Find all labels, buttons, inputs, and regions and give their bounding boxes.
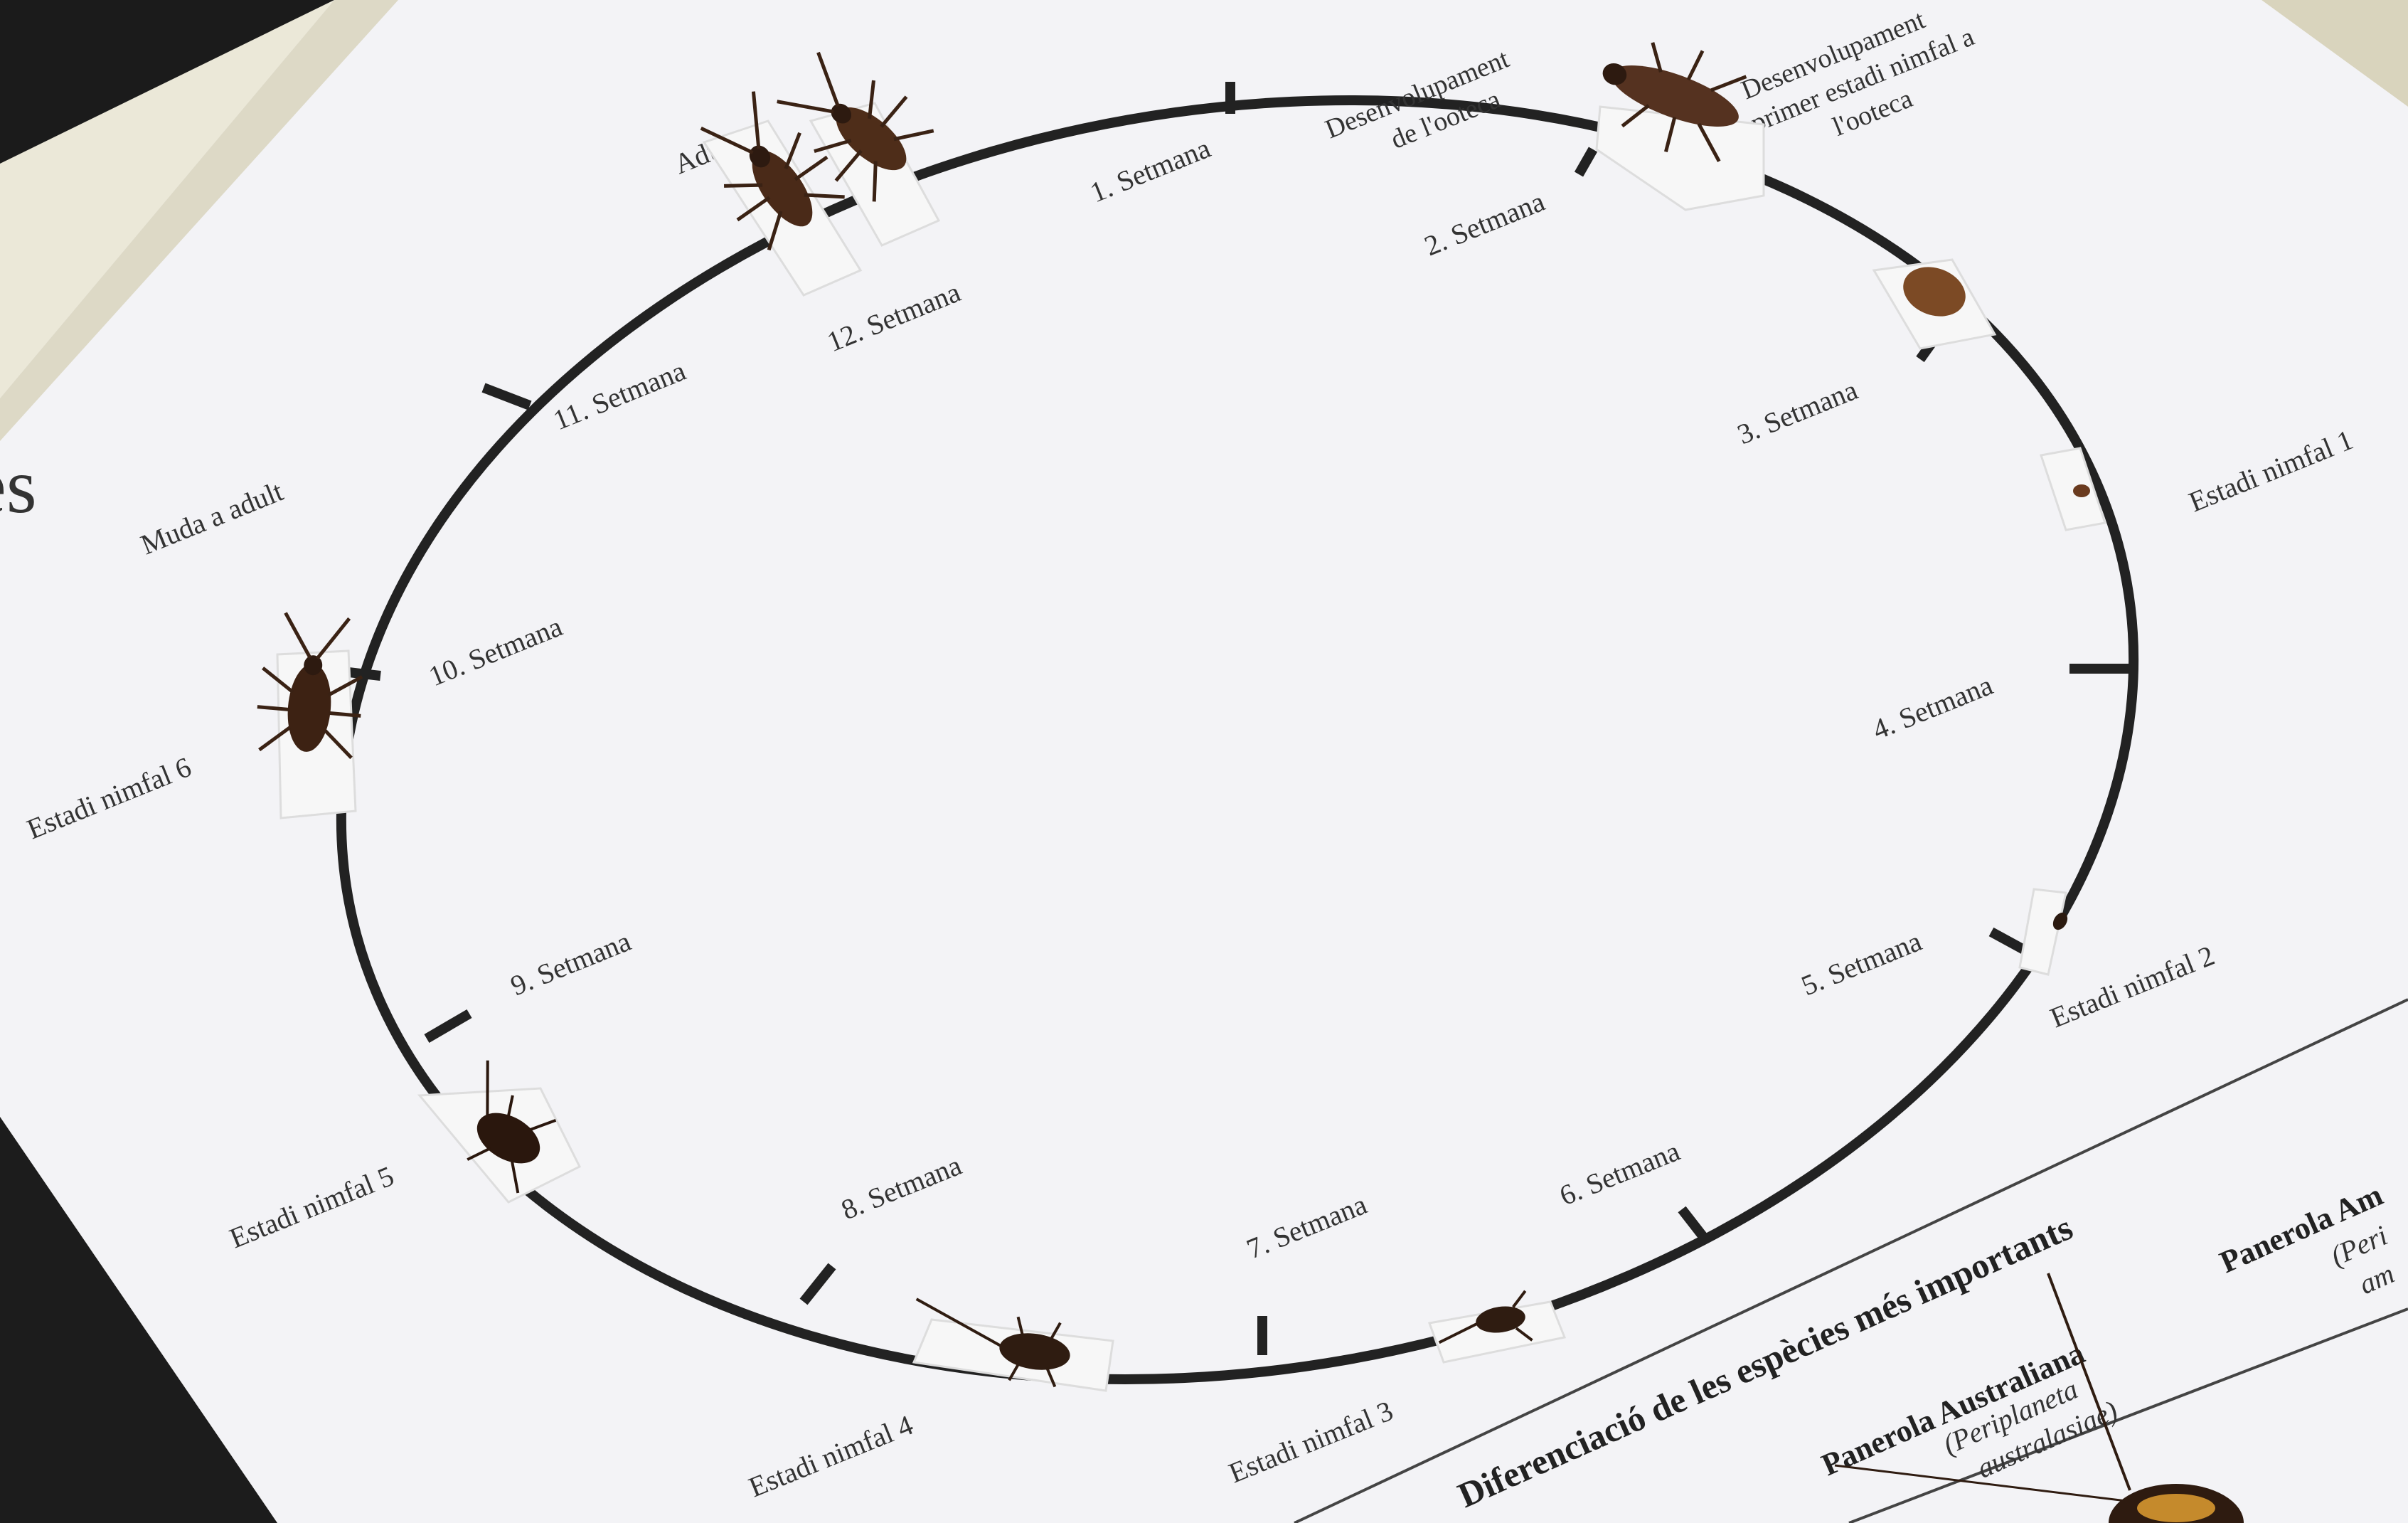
nymph-1-specimen <box>2073 484 2090 497</box>
partial-title: es <box>0 442 37 529</box>
tick <box>348 672 380 676</box>
